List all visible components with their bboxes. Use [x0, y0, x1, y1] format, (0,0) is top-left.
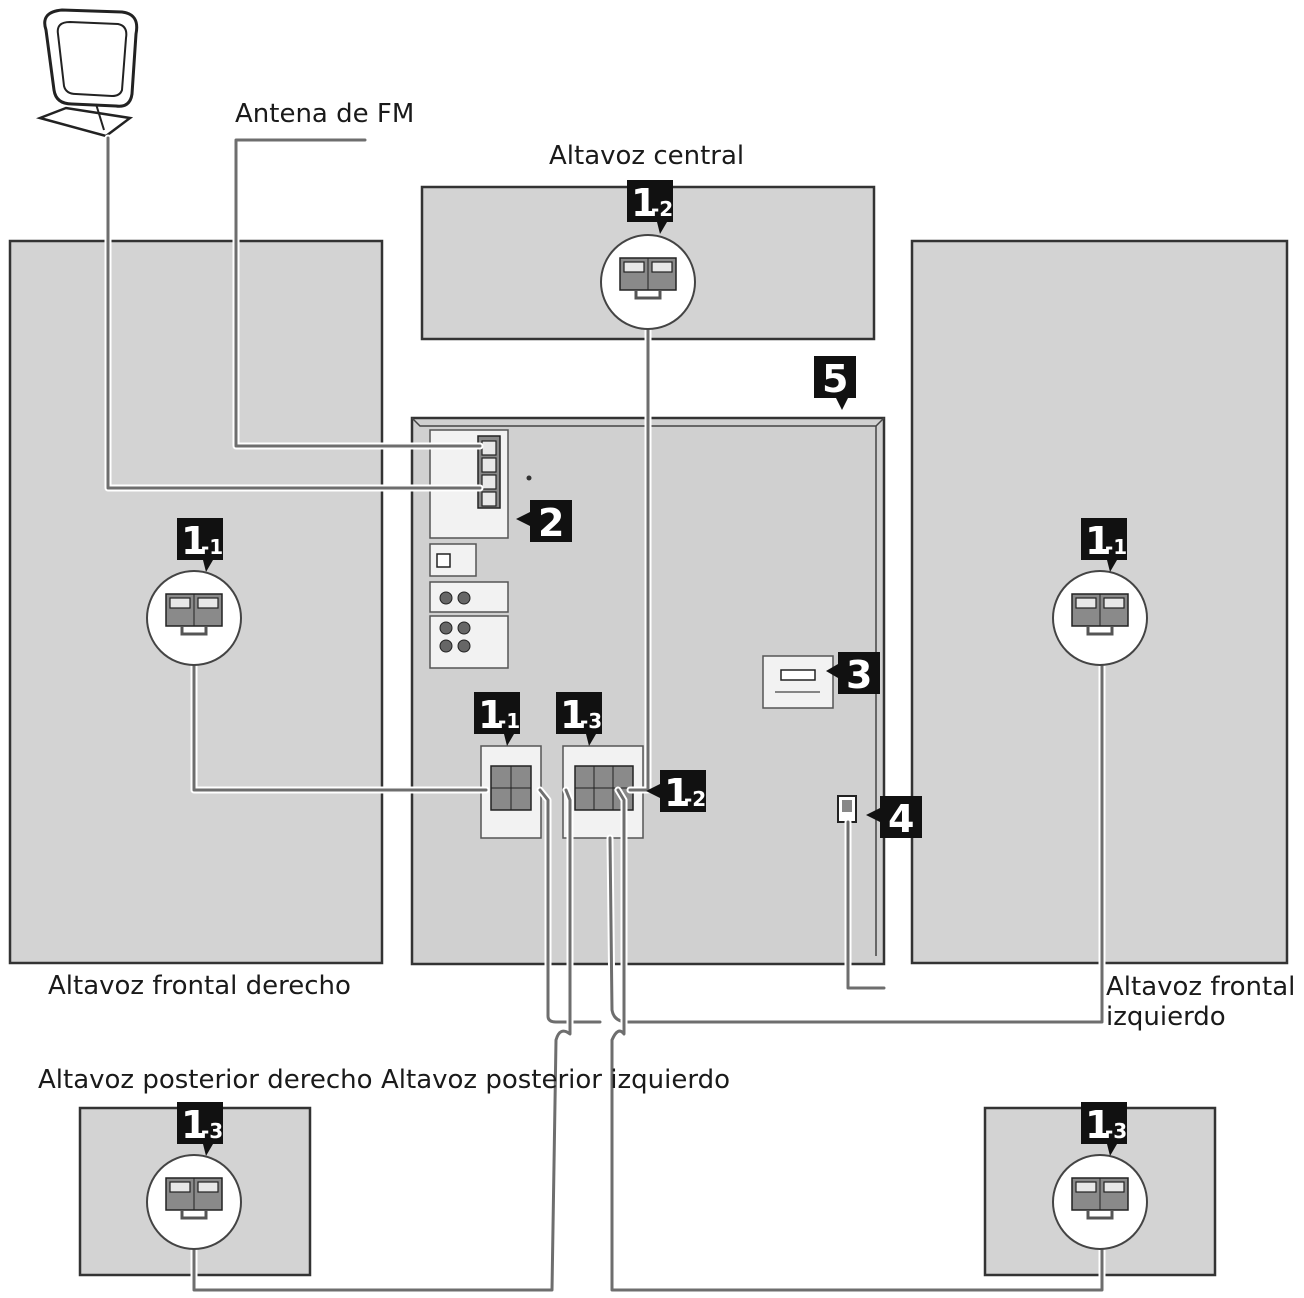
badge-2: 2: [516, 500, 572, 545]
badge-1-1-unit: 1 -1: [474, 692, 520, 746]
svg-text:-1: -1: [498, 709, 520, 733]
voltage-selector: [762, 655, 834, 709]
badge-1-3-unit: 1 -3: [556, 692, 602, 746]
label-center-speaker: Altavoz central: [549, 141, 744, 171]
badge-1-2-center: 1 -2: [627, 180, 673, 234]
label-rear-right: Altavoz posterior derecho: [38, 1065, 373, 1095]
unit-terminals-front-grid: [490, 765, 532, 811]
svg-text:-3: -3: [580, 709, 602, 733]
am-loop-antenna-icon: [35, 8, 139, 138]
badge-5: 5: [814, 356, 856, 410]
svg-text:1: 1: [1085, 519, 1111, 563]
svg-text:-1: -1: [201, 535, 223, 559]
badge-1-1-front-right: 1 -1: [177, 518, 223, 572]
label-rear-left: Altavoz posterior izquierdo: [381, 1065, 730, 1095]
badge-4: 4: [866, 796, 922, 841]
svg-text:3: 3: [846, 653, 872, 697]
svg-text:1: 1: [478, 693, 504, 737]
terminal-circle-front-right: [146, 570, 242, 666]
terminal-circle-center: [600, 234, 696, 330]
svg-text:4: 4: [888, 797, 914, 841]
svg-text:-2: -2: [651, 197, 673, 221]
badge-3: 3: [826, 652, 880, 697]
svg-text:1: 1: [560, 693, 586, 737]
svg-text:-2: -2: [684, 787, 706, 811]
svg-text:-3: -3: [201, 1119, 223, 1143]
svg-text:1: 1: [181, 1103, 207, 1147]
svg-text:1: 1: [664, 771, 690, 815]
label-front-left-2: izquierdo: [1106, 1002, 1226, 1032]
svg-text:-1: -1: [1105, 535, 1127, 559]
terminal-circle-rear-left: [1052, 1154, 1148, 1250]
badge-1-1-front-left: 1 -1: [1081, 518, 1127, 572]
terminal-circle-rear-right: [146, 1154, 242, 1250]
label-front-left-1: Altavoz frontal: [1106, 972, 1295, 1002]
terminal-circle-front-left: [1052, 570, 1148, 666]
badge-1-3-rear-right: 1 -3: [177, 1102, 223, 1156]
badge-1-3-rear-left: 1 -3: [1081, 1102, 1127, 1156]
svg-text:-3: -3: [1105, 1119, 1127, 1143]
label-fm-antenna: Antena de FM: [235, 99, 414, 129]
svg-text:1: 1: [181, 519, 207, 563]
svg-text:2: 2: [538, 501, 564, 545]
svg-text:1: 1: [631, 181, 657, 225]
svg-text:1: 1: [1085, 1103, 1111, 1147]
badge-1-2-unit: 1 -2: [646, 770, 706, 815]
label-front-right: Altavoz frontal derecho: [48, 971, 351, 1001]
svg-text:5: 5: [822, 357, 848, 401]
